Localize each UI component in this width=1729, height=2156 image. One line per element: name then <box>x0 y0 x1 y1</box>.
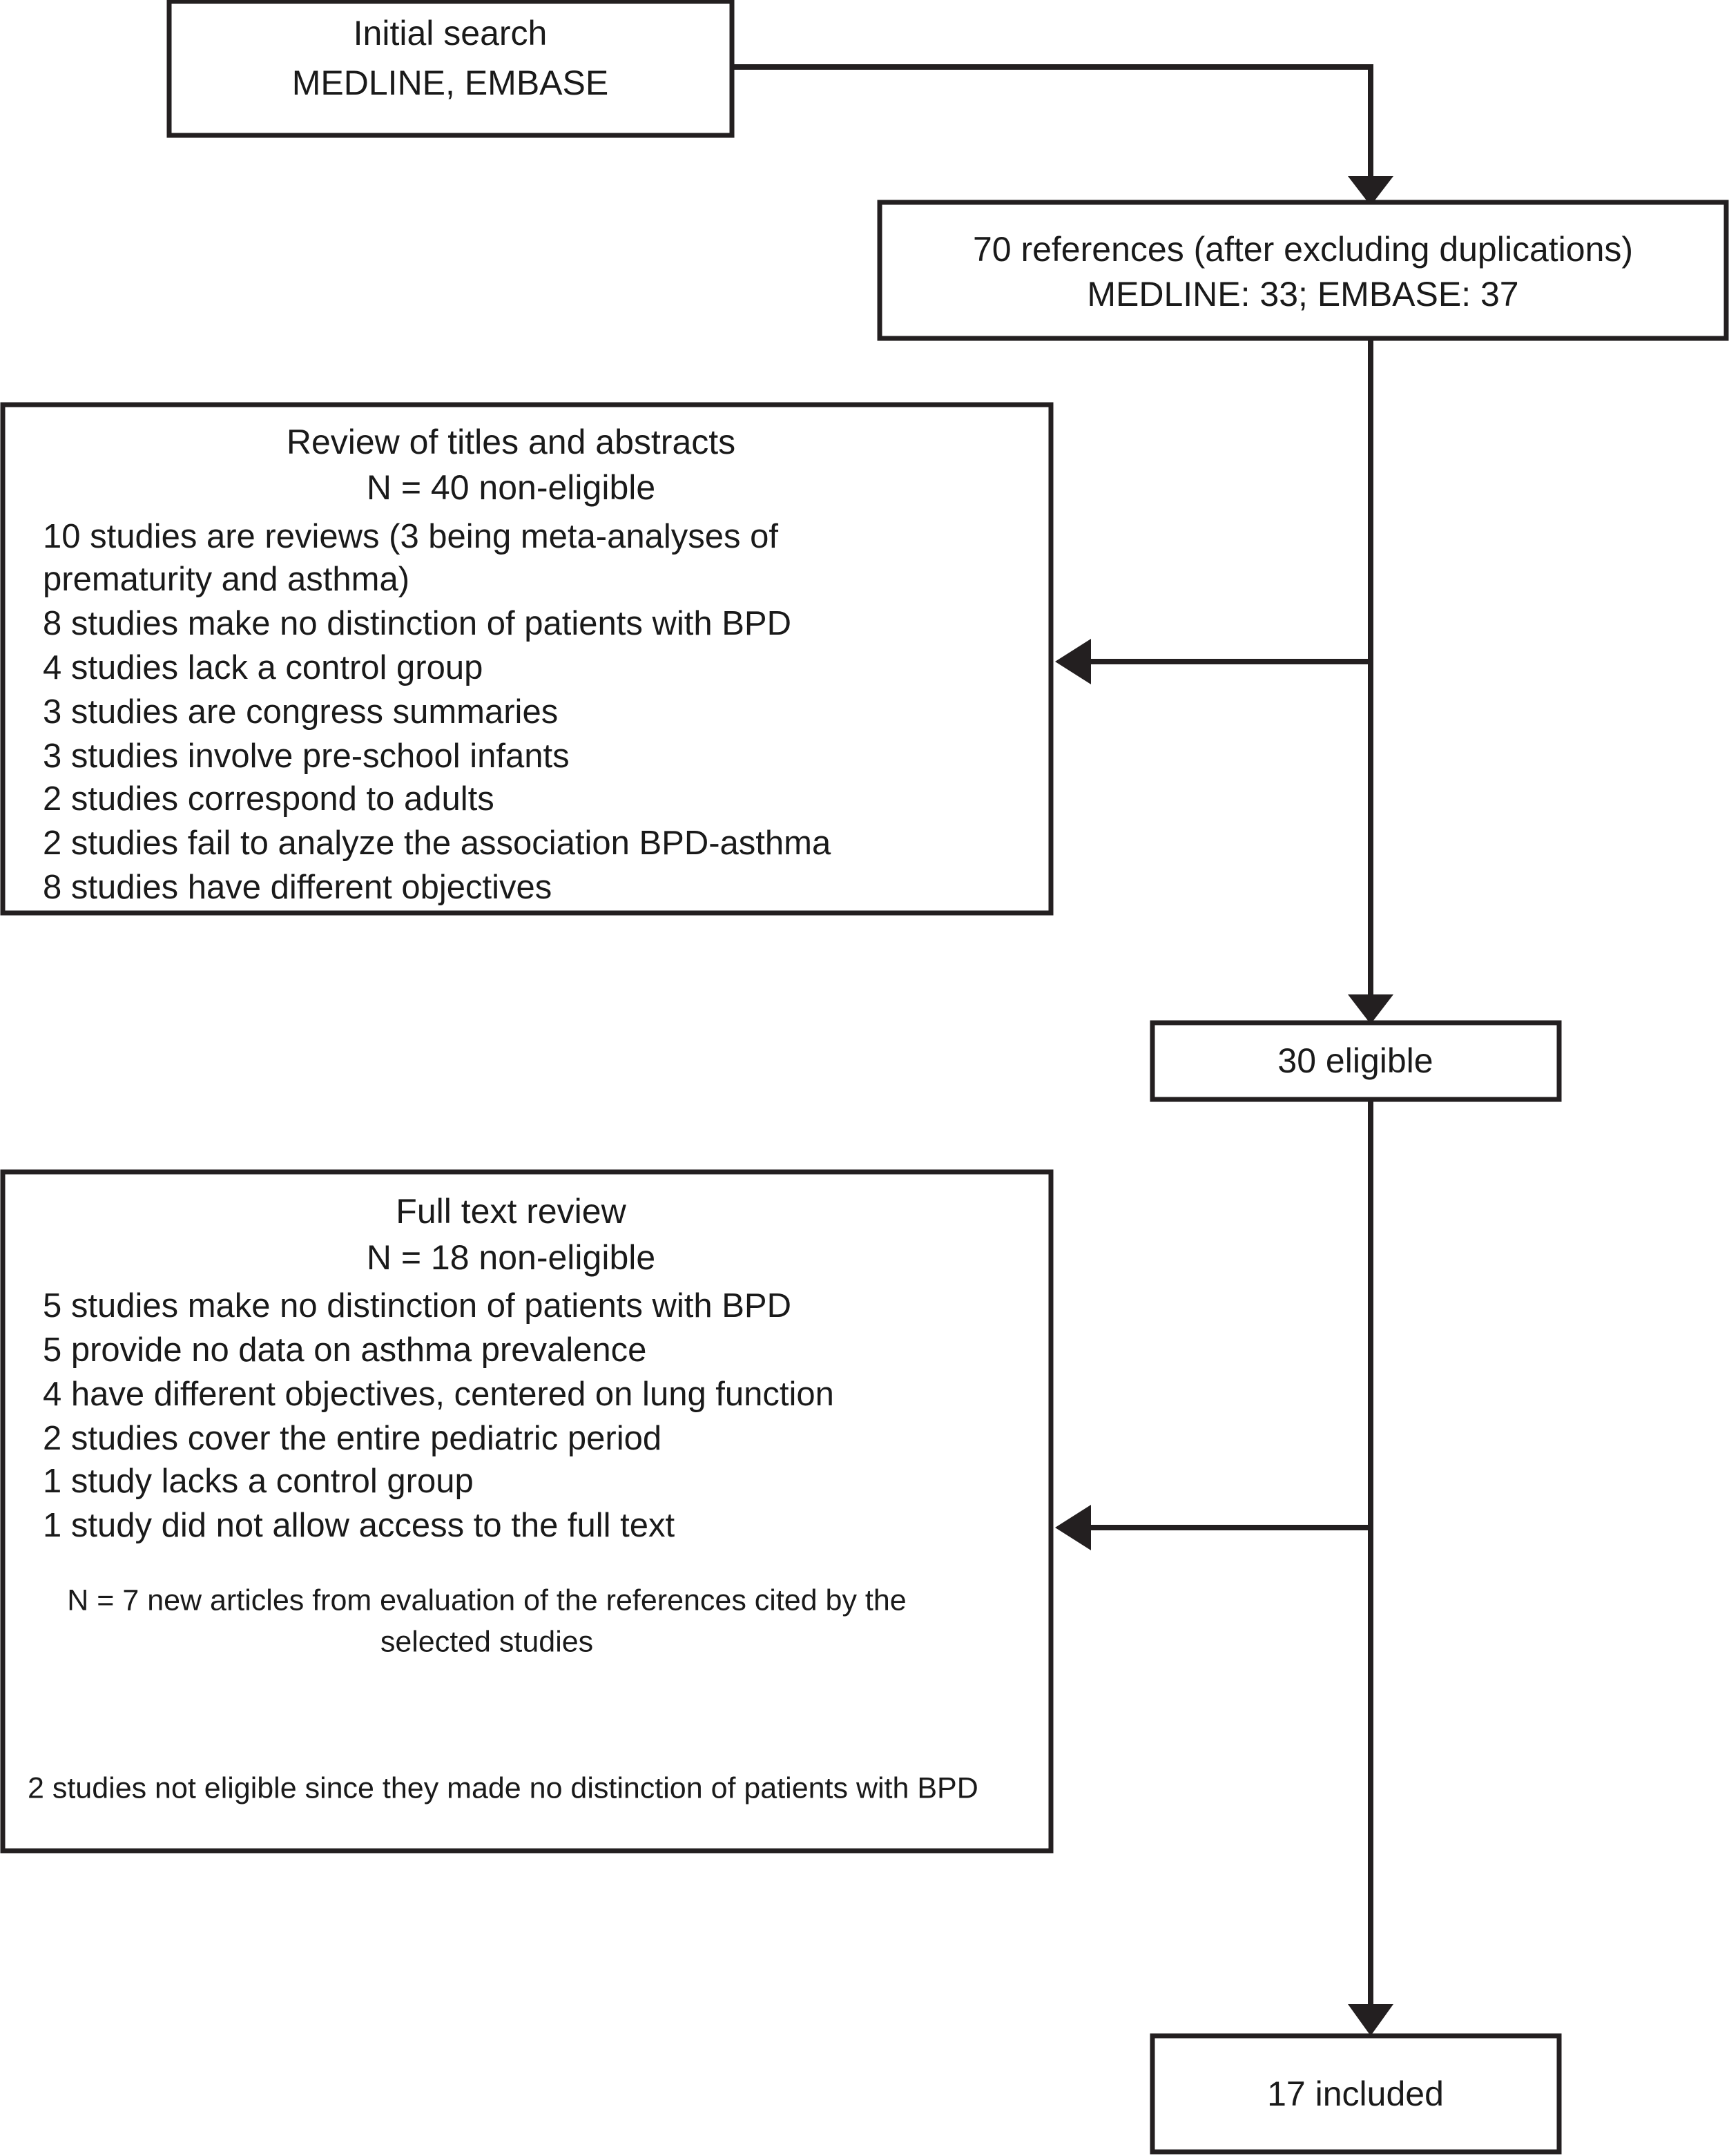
initial-search-line2: MEDLINE, EMBASE <box>292 64 608 102</box>
title-abstract-exclusion-item: prematurity and asthma) <box>43 561 409 598</box>
eligible-label: 30 eligible <box>1277 1041 1433 1080</box>
new-articles-line2: selected studies <box>380 1625 593 1658</box>
full-text-exclusion-item: 1 study did not allow access to the full… <box>43 1507 675 1544</box>
initial-search-line1: Initial search <box>354 14 548 52</box>
node-full-text-review <box>0 1169 1054 1854</box>
node-initial-search <box>166 0 735 138</box>
arrow-head-left-icon <box>1055 1505 1091 1550</box>
connector-eligible-to-included <box>1348 1099 1393 2036</box>
connector-to-full-text-exclusions <box>1055 1505 1371 1550</box>
title-abstract-exclusion-item: 3 studies are congress summaries <box>43 693 558 731</box>
new-articles-exclusion: 2 studies not eligible since they made n… <box>28 1771 978 1804</box>
title-abstract-exclusion-item: 4 studies lack a control group <box>43 649 483 686</box>
title-abstract-exclusion-item: 2 studies correspond to adults <box>43 780 494 818</box>
full-text-heading: Full text review <box>396 1192 626 1231</box>
references-line2: MEDLINE: 33; EMBASE: 37 <box>1087 275 1518 314</box>
title-abstract-subheading: N = 40 non-eligible <box>367 468 655 507</box>
full-text-exclusion-item: 1 study lacks a control group <box>43 1463 474 1500</box>
arrow-head-left-icon <box>1055 639 1091 684</box>
included-label: 17 included <box>1267 2075 1444 2113</box>
title-abstract-exclusion-item: 2 studies fail to analyze the associatio… <box>43 825 831 862</box>
title-abstract-exclusion-item: 3 studies involve pre-school infants <box>43 738 570 775</box>
node-included <box>1150 2033 1562 2155</box>
full-text-exclusion-item: 5 provide no data on asthma prevalence <box>43 1331 646 1369</box>
arrow-head-down-icon <box>1348 994 1393 1024</box>
full-text-exclusion-item: 2 studies cover the entire pediatric per… <box>43 1420 661 1457</box>
node-eligible <box>1150 1020 1562 1102</box>
title-abstract-exclusion-item: 10 studies are reviews (3 being meta-ana… <box>43 518 778 555</box>
new-articles-line1: N = 7 new articles from evaluation of th… <box>67 1584 906 1617</box>
title-abstract-exclusion-item: 8 studies have different objectives <box>43 869 552 906</box>
connector-to-title-abstract-exclusions <box>1055 639 1371 684</box>
arrow-head-down-icon <box>1348 2004 1393 2036</box>
arrow-head-down-icon <box>1348 176 1393 206</box>
references-line1: 70 references (after excluding duplicati… <box>973 230 1633 269</box>
node-title-abstract-review <box>0 402 1054 916</box>
connector-references-to-eligible <box>1348 338 1393 1024</box>
title-abstract-heading: Review of titles and abstracts <box>287 423 735 461</box>
full-text-exclusion-item: 4 have different objectives, centered on… <box>43 1376 834 1413</box>
connector-initial-to-references <box>732 64 1393 206</box>
title-abstract-exclusion-item: 8 studies make no distinction of patient… <box>43 605 791 642</box>
full-text-exclusion-item: 5 studies make no distinction of patient… <box>43 1287 791 1325</box>
full-text-subheading: N = 18 non-eligible <box>367 1238 655 1277</box>
node-references <box>877 200 1729 341</box>
